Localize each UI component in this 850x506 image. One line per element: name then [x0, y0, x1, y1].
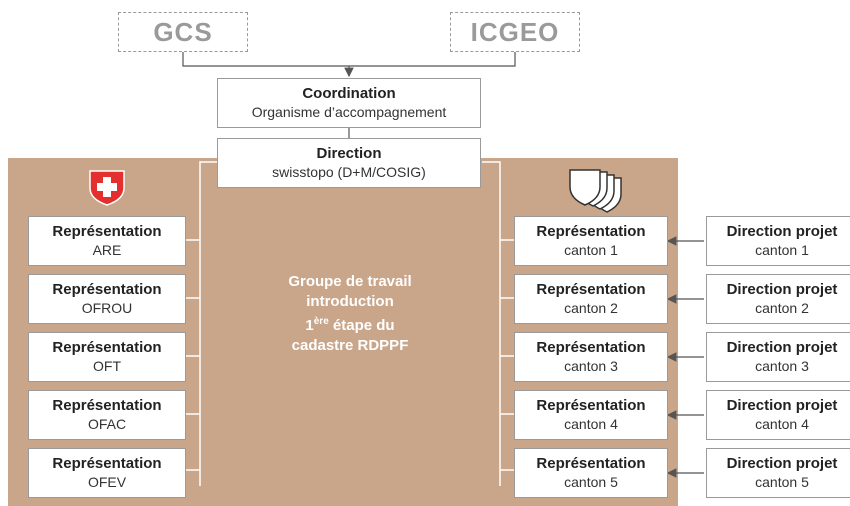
- federal-title: Représentation: [52, 281, 162, 298]
- project-subtitle: canton 2: [755, 300, 809, 316]
- project-direction-2: Direction projet canton 2: [706, 274, 850, 324]
- canton-representation-3: Représentation canton 3: [514, 332, 668, 382]
- working-group-line3-rest: étape du: [328, 317, 395, 334]
- canton-subtitle: canton 3: [564, 358, 618, 374]
- canton-subtitle: canton 5: [564, 474, 618, 490]
- project-title: Direction projet: [726, 281, 838, 298]
- project-subtitle: canton 1: [755, 242, 809, 258]
- direction-subtitle: swisstopo (D+M/COSIG): [272, 164, 426, 180]
- federal-title: Représentation: [52, 455, 162, 472]
- federal-subtitle: OFT: [93, 358, 121, 374]
- federal-representation-oft: Représentation OFT: [28, 332, 186, 382]
- project-title: Direction projet: [726, 397, 838, 414]
- project-subtitle: canton 5: [755, 474, 809, 490]
- canton-subtitle: canton 1: [564, 242, 618, 258]
- canton-title: Représentation: [536, 339, 646, 356]
- project-direction-4: Direction projet canton 4: [706, 390, 850, 440]
- project-direction-3: Direction projet canton 3: [706, 332, 850, 382]
- federal-subtitle: OFEV: [87, 474, 127, 490]
- coordination-title: Coordination: [302, 85, 396, 102]
- project-title: Direction projet: [726, 339, 838, 356]
- federal-title: Représentation: [52, 397, 162, 414]
- canton-subtitle: canton 4: [564, 416, 618, 432]
- working-group-line2: introduction: [306, 293, 394, 310]
- icgeo-box: ICGEO: [450, 12, 580, 52]
- canton-title: Représentation: [536, 397, 646, 414]
- federal-title: Représentation: [52, 339, 162, 356]
- federal-representation-ofrou: Représentation OFROU: [28, 274, 186, 324]
- canton-title: Représentation: [536, 455, 646, 472]
- project-title: Direction projet: [726, 455, 838, 472]
- direction-title: Direction: [316, 145, 382, 162]
- direction-box: Direction swisstopo (D+M/COSIG): [217, 138, 481, 188]
- canton-title: Représentation: [536, 223, 646, 240]
- swiss-cross-shield-icon: [89, 170, 125, 206]
- federal-representation-ofev: Représentation OFEV: [28, 448, 186, 498]
- project-subtitle: canton 4: [755, 416, 809, 432]
- working-group-line1: Groupe de travail: [288, 273, 412, 290]
- stacked-shields-icon: [569, 169, 622, 213]
- canton-representation-2: Représentation canton 2: [514, 274, 668, 324]
- federal-subtitle: ARE: [92, 242, 122, 258]
- federal-representation-ofac: Représentation OFAC: [28, 390, 186, 440]
- canton-representation-1: Représentation canton 1: [514, 216, 668, 266]
- project-title: Direction projet: [726, 223, 838, 240]
- coordination-box: Coordination Organisme d’accompagnement: [217, 78, 481, 128]
- federal-subtitle: OFAC: [87, 416, 127, 432]
- project-direction-1: Direction projet canton 1: [706, 216, 850, 266]
- coordination-subtitle: Organisme d’accompagnement: [251, 104, 447, 120]
- working-group-line4: cadastre RDPPF: [291, 337, 409, 354]
- canton-representation-5: Représentation canton 5: [514, 448, 668, 498]
- working-group-line3-sup: ère: [313, 316, 329, 327]
- working-group-line3: 1ère étape du: [230, 312, 470, 336]
- canton-subtitle: canton 2: [564, 300, 618, 316]
- working-group-label: Groupe de travail introduction 1ère étap…: [230, 272, 470, 356]
- project-direction-5: Direction projet canton 5: [706, 448, 850, 498]
- canton-title: Représentation: [536, 281, 646, 298]
- working-group-line3-num: 1: [305, 317, 314, 334]
- canton-representation-4: Représentation canton 4: [514, 390, 668, 440]
- gcs-box: GCS: [118, 12, 248, 52]
- project-subtitle: canton 3: [755, 358, 809, 374]
- federal-subtitle: OFROU: [81, 300, 133, 316]
- federal-representation-are: Représentation ARE: [28, 216, 186, 266]
- federal-title: Représentation: [52, 223, 162, 240]
